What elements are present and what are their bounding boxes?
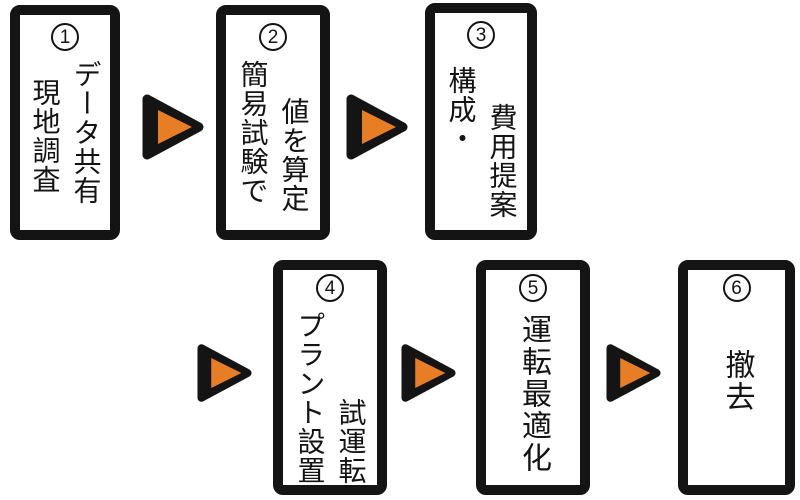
- flow-arrow-2-icon: [346, 92, 408, 162]
- flow-arrow-3-icon: [197, 342, 252, 404]
- step-1-number-row: 1: [20, 23, 110, 51]
- step-5-number-row: 5: [486, 274, 580, 302]
- step-2-text-calc-value: 値を算定: [278, 97, 310, 213]
- step-4-number-row: 4: [283, 274, 377, 302]
- step-3-number: 3: [467, 21, 495, 49]
- step-6-text: 撤去: [688, 311, 785, 413]
- flow-arrow-4-icon: [401, 342, 456, 404]
- step-3-text: 構成・ 費用提案: [435, 58, 527, 219]
- step-2-text-simple-test: 簡易試験で: [237, 60, 269, 205]
- step-5-text: 運転最適化: [486, 311, 580, 474]
- step-1-box: 1 現地調査 データ共有: [10, 5, 120, 240]
- step-3-text-cost-proposal: 費用提案: [486, 103, 518, 219]
- step-4-number: 4: [316, 274, 344, 302]
- step-3-text-configuration: 構成・: [445, 66, 477, 153]
- step-4-text: プラント設置 試運転: [283, 311, 377, 485]
- step-5-text-operation-optimization: 運転最適化: [517, 314, 550, 474]
- step-1-text: 現地調査 データ共有: [20, 60, 110, 205]
- step-1-text-site-survey: 現地調査: [29, 78, 61, 194]
- step-2-number: 2: [259, 23, 287, 51]
- step-5-box: 5 運転最適化: [476, 260, 590, 495]
- step-6-number-row: 6: [688, 274, 785, 302]
- step-3-box: 3 構成・ 費用提案: [425, 3, 537, 240]
- step-2-number-row: 2: [226, 23, 320, 51]
- flow-arrow-1-icon: [142, 92, 204, 162]
- flow-arrow-5-icon: [606, 342, 661, 404]
- step-1-text-data-sharing: データ共有: [70, 60, 102, 205]
- step-4-box: 4 プラント設置 試運転: [273, 260, 387, 495]
- step-6-box: 6 撤去: [678, 260, 795, 495]
- step-2-box: 2 簡易試験で 値を算定: [216, 5, 330, 240]
- step-2-text: 簡易試験で 値を算定: [226, 60, 320, 213]
- step-6-number: 6: [722, 274, 751, 302]
- step-3-number-row: 3: [435, 21, 527, 49]
- step-1-number: 1: [51, 23, 79, 51]
- step-4-text-plant-install: プラント設置: [294, 311, 326, 485]
- step-4-text-trial-run: 試運転: [335, 398, 367, 485]
- step-6-text-removal: 撤去: [720, 349, 754, 413]
- step-5-number: 5: [519, 274, 547, 302]
